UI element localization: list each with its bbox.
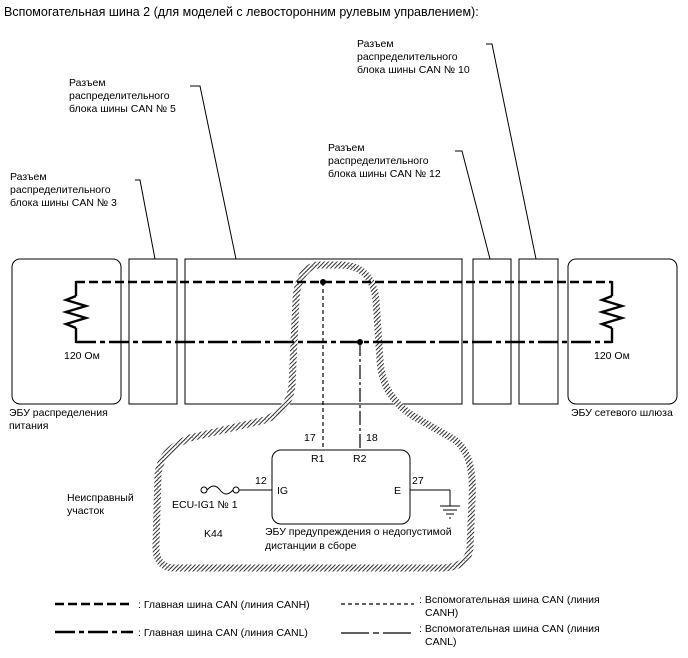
pin-r2-number: 18 <box>366 432 378 444</box>
label-connector-10: Разъем распределительного блока шины CAN… <box>357 38 470 76</box>
right-termination-resistor <box>597 281 627 343</box>
svg-text:Разъем: Разъем <box>10 171 47 183</box>
leader-connector-5 <box>190 85 237 260</box>
power-distribution-ecu-box <box>11 258 122 405</box>
ground-icon <box>440 505 460 519</box>
right-resistor-value: 120 Ом <box>594 350 630 362</box>
warning-ecu-code: K44 <box>204 528 223 540</box>
warning-ecu-box <box>271 449 411 525</box>
svg-text:Разъем: Разъем <box>328 142 365 154</box>
legend-main-canh: : Главная шина CAN (линия CANH) <box>138 599 310 611</box>
svg-text:распределительного: распределительного <box>69 90 170 102</box>
diagram-title: Вспомогательная шина 2 (для моделей с ле… <box>4 5 479 19</box>
pin-r1-number: 17 <box>304 432 316 444</box>
label-connector-5: Разъем распределительного блока шины CAN… <box>69 77 176 115</box>
left-resistor-value: 120 Ом <box>64 350 100 362</box>
warning-ecu-name-line1: ЭБУ предупреждения о недопустимой <box>265 526 452 538</box>
power-ecu-name-line2: питания <box>9 420 48 432</box>
legend-aux-canh-line2: CANH) <box>425 607 458 619</box>
legend-aux-canl-line1: : Вспомогательная шина CAN (линия <box>419 623 600 635</box>
svg-text:блока шины CAN № 5: блока шины CAN № 5 <box>69 103 176 115</box>
svg-text:распределительного: распределительного <box>10 184 111 196</box>
leader-connector-12 <box>455 150 491 260</box>
network-gateway-ecu-box <box>567 258 678 405</box>
faulty-area-label-line1: Неисправный <box>67 492 134 504</box>
pin-ig-label: IG <box>277 485 288 497</box>
pin-ig-number: 12 <box>255 475 267 487</box>
gateway-ecu-name: ЭБУ сетевого шлюза <box>571 407 673 419</box>
leader-connector-10 <box>486 43 537 260</box>
power-ecu-name-line1: ЭБУ распределения <box>9 407 108 419</box>
fuse-icon <box>200 485 240 495</box>
svg-text:блока шины CAN № 3: блока шины CAN № 3 <box>10 197 117 209</box>
legend-main-canl: : Главная шина CAN (линия CANL) <box>138 627 308 639</box>
label-connector-12: Разъем распределительного блока шины CAN… <box>328 142 441 180</box>
fuse-label: ECU-IG1 № 1 <box>172 499 238 511</box>
svg-text:блока шины CAN № 10: блока шины CAN № 10 <box>357 64 470 76</box>
pin-r2-label: R2 <box>353 453 367 465</box>
svg-text:Разъем: Разъем <box>357 38 394 50</box>
legend-aux-canh-line1: : Вспомогательная шина CAN (линия <box>419 594 600 606</box>
leader-connector-3 <box>135 179 156 260</box>
svg-text:распределительного: распределительного <box>328 155 429 167</box>
pin-r1-label: R1 <box>311 453 325 465</box>
legend-aux-canl-line2: CANL) <box>425 636 457 648</box>
pin-e-number: 27 <box>412 475 424 487</box>
svg-text:Разъем: Разъем <box>69 77 106 89</box>
label-connector-3: Разъем распределительного блока шины CAN… <box>10 171 117 209</box>
warning-ecu-name-line2: дистанции в сборе <box>265 540 357 552</box>
faulty-area-label-line2: участок <box>67 505 104 517</box>
svg-text:распределительного: распределительного <box>357 51 458 63</box>
left-termination-resistor <box>61 281 91 343</box>
pin-e-label: E <box>394 485 401 497</box>
svg-text:блока шины CAN № 12: блока шины CAN № 12 <box>328 168 441 180</box>
